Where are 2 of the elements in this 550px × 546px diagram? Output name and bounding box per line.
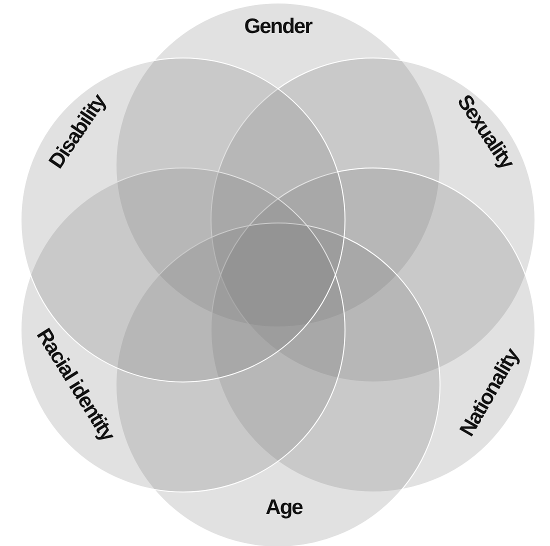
category-label: Age (266, 496, 302, 520)
category-label: Gender (244, 15, 312, 39)
